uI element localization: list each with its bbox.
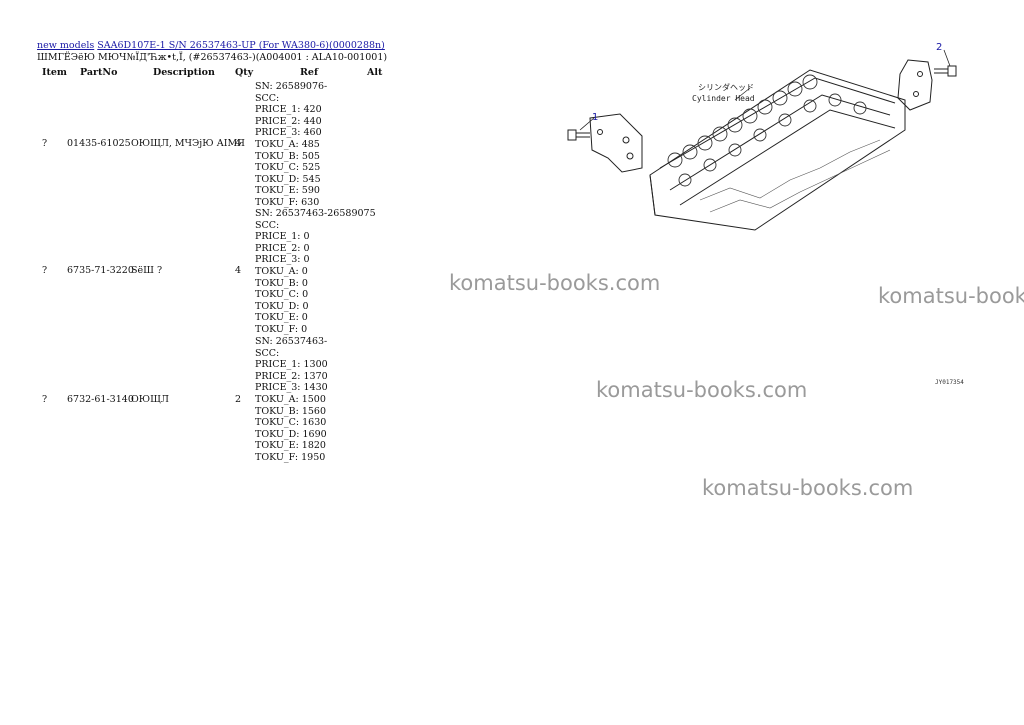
- drawing-label-en: Cylinder Head: [692, 94, 755, 103]
- row-description: ОЮЩЛ: [131, 394, 169, 405]
- header-alt: Alt: [367, 67, 383, 78]
- ref-line: TOKU_F: 630: [255, 196, 320, 208]
- row-description: SёШ ?: [131, 265, 163, 276]
- ref-line: SN: 26537463-: [255, 336, 328, 347]
- row-ref: SN: 26537463-26589075 SCC: PRICE_1: 0 PR…: [255, 208, 376, 336]
- row-item: ?: [42, 394, 48, 405]
- ref-line: TOKU_C: 0: [255, 289, 309, 301]
- watermark: komatsu-books.com: [449, 271, 661, 295]
- row-qty: 2: [235, 394, 242, 405]
- ref-line: TOKU_D: 1690: [255, 428, 327, 440]
- cylinder-head-drawing: シリンダヘッド Cylinder Head 1 2: [567, 42, 957, 231]
- ref-line: SN: 26537463-26589075: [255, 208, 376, 219]
- ref-line: PRICE_1: 1300: [255, 359, 328, 371]
- ref-line: SCC:: [255, 219, 280, 231]
- page-subtitle: ШМГЁЭёЮ МЮЧ№ЇД'Ћж•t,Ї, (#26537463-)(A004…: [37, 52, 388, 63]
- ref-line: TOKU_A: 1500: [255, 393, 326, 405]
- ref-line: PRICE_3: 0: [255, 254, 310, 266]
- ref-line: TOKU_E: 1820: [255, 440, 326, 452]
- header-partno: PartNo: [80, 67, 118, 78]
- ref-line: TOKU_D: 0: [255, 300, 309, 312]
- ref-line: TOKU_A: 0: [255, 265, 308, 277]
- breadcrumb: new models SAA6D107E-1 S/N 26537463-UP (…: [37, 40, 385, 51]
- ref-line: PRICE_1: 0: [255, 231, 310, 243]
- row-qty: 4: [235, 138, 242, 149]
- callout-1: 1: [592, 112, 598, 123]
- ref-line: TOKU_B: 505: [255, 150, 320, 162]
- row-partno: 6732-61-3140: [67, 394, 134, 405]
- breadcrumb-link-new-models[interactable]: new models: [37, 40, 95, 51]
- ref-line: TOKU_F: 0: [255, 323, 308, 335]
- row-ref: SN: 26589076- SCC: PRICE_1: 420 PRICE_2:…: [255, 81, 327, 209]
- ref-line: TOKU_B: 1560: [255, 405, 327, 417]
- breadcrumb-link-model[interactable]: SAA6D107E-1 S/N 26537463-UP (For WA380-6…: [97, 40, 385, 51]
- ref-line: PRICE_3: 1430: [255, 382, 328, 394]
- header-qty: Qty: [235, 67, 254, 78]
- row-item: ?: [42, 138, 48, 149]
- header-description: Description: [153, 67, 215, 78]
- ref-line: PRICE_2: 1370: [255, 370, 328, 382]
- ref-line: TOKU_F: 1950: [255, 451, 326, 463]
- row-ref: SN: 26537463- SCC: PRICE_1: 1300 PRICE_2…: [255, 336, 328, 464]
- ref-line: TOKU_C: 1630: [255, 417, 327, 429]
- ref-line: SCC:: [255, 347, 280, 359]
- ref-line: PRICE_3: 460: [255, 127, 322, 139]
- watermark: komatsu-books.com: [702, 476, 914, 500]
- drawing-label-jp: シリンダヘッド: [698, 82, 754, 92]
- ref-line: TOKU_E: 0: [255, 312, 308, 324]
- row-partno: 6735-71-3220: [67, 265, 134, 276]
- ref-line: TOKU_C: 525: [255, 162, 321, 174]
- ref-line: PRICE_2: 0: [255, 242, 310, 254]
- row-description: ОЮЩЛ, МЧЭјЮ АІМЯ: [131, 138, 245, 149]
- watermark: komatsu-books.com: [878, 284, 1024, 308]
- ref-line: PRICE_1: 420: [255, 104, 322, 116]
- ref-line: SCC:: [255, 92, 280, 104]
- ref-line: PRICE_2: 440: [255, 115, 322, 127]
- ref-line: TOKU_B: 0: [255, 277, 308, 289]
- ref-line: SN: 26589076-: [255, 81, 328, 92]
- ref-line: TOKU_E: 590: [255, 185, 320, 197]
- callout-2: 2: [936, 42, 942, 53]
- header-ref: Ref: [300, 67, 319, 78]
- watermark: komatsu-books.com: [596, 378, 808, 402]
- figure-code: JY017354: [935, 379, 964, 386]
- row-partno: 01435-61025: [67, 138, 131, 149]
- ref-line: TOKU_D: 545: [255, 173, 321, 185]
- row-qty: 4: [235, 265, 242, 276]
- row-item: ?: [42, 265, 48, 276]
- ref-line: TOKU_A: 485: [255, 138, 320, 150]
- header-item: Item: [42, 67, 67, 78]
